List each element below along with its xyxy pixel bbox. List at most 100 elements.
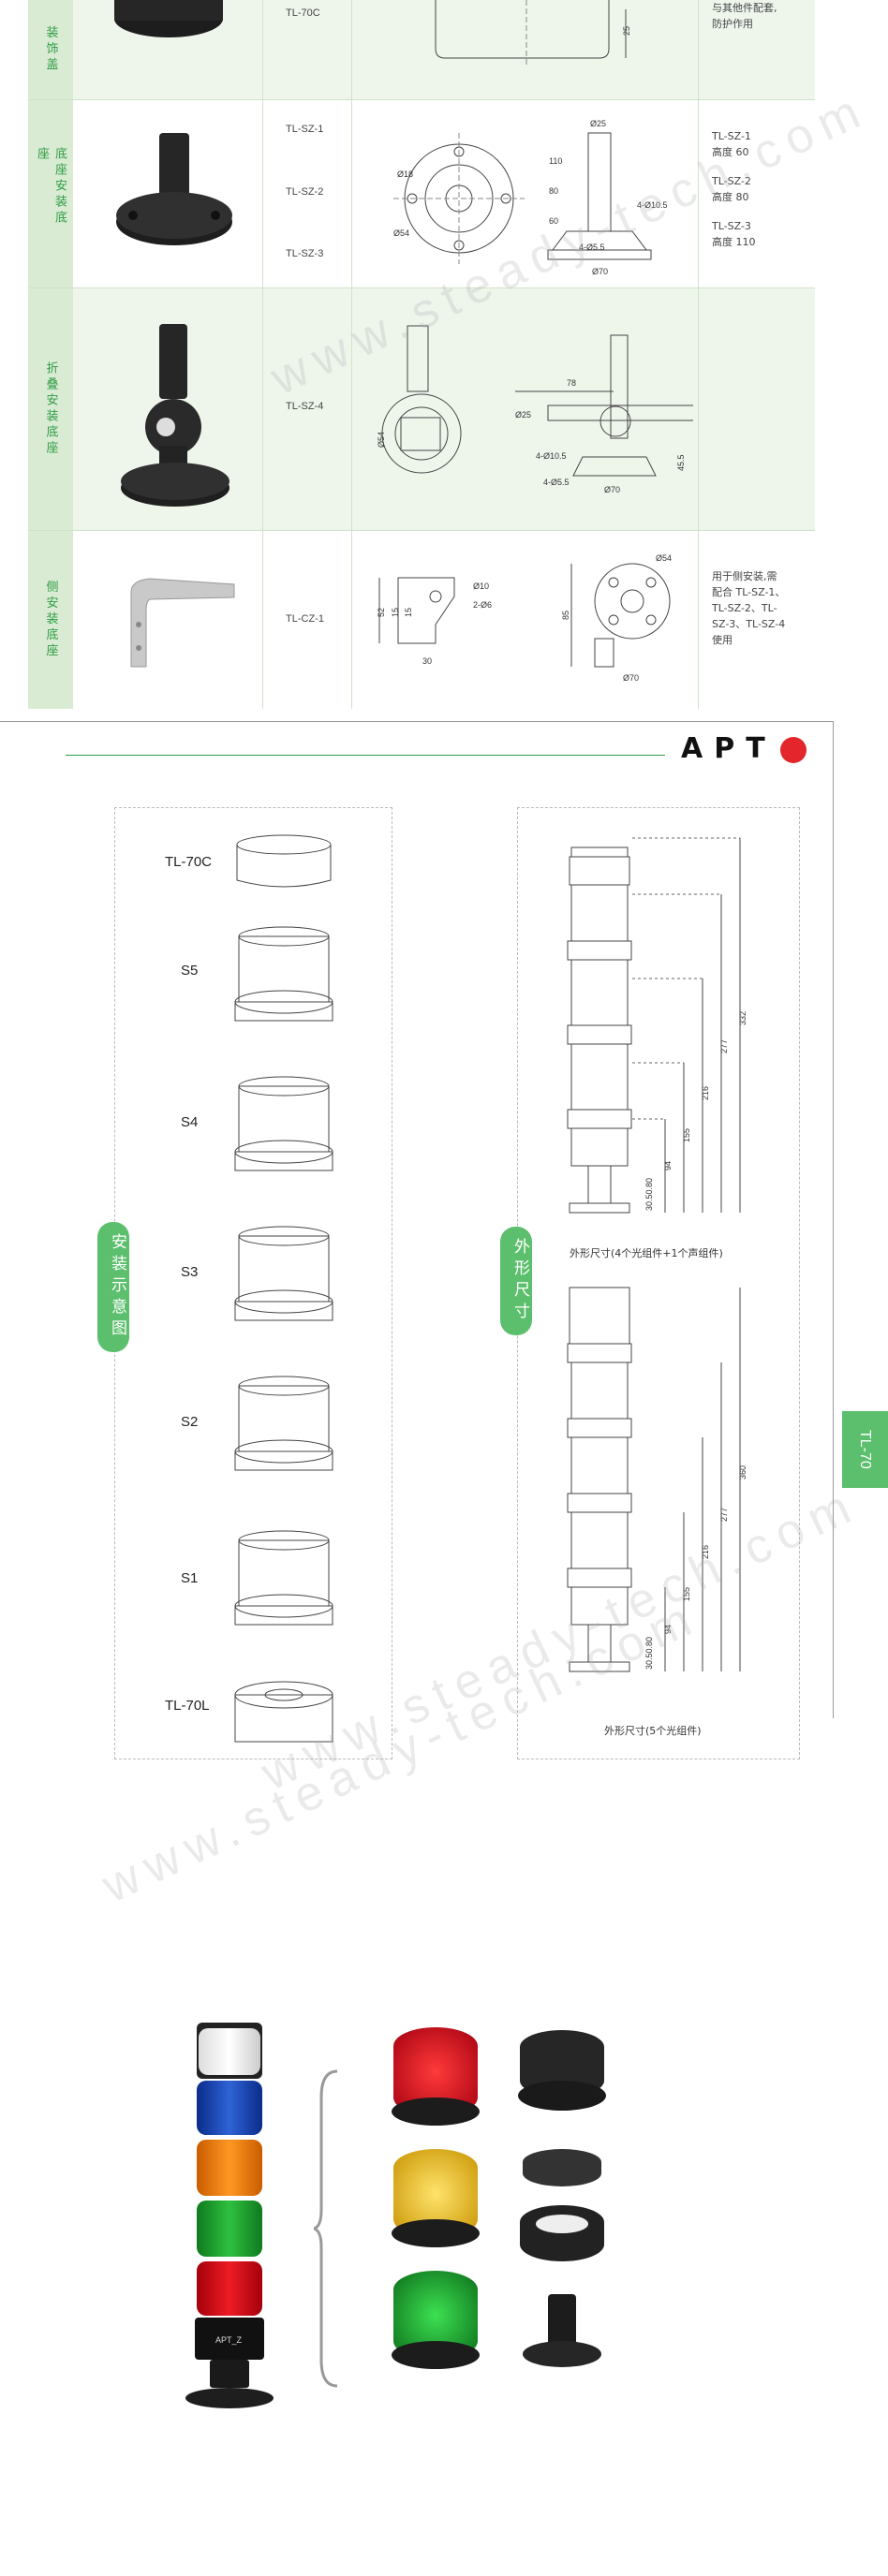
dim-label: 78 bbox=[567, 378, 576, 388]
dim-label: 360 bbox=[738, 1465, 747, 1479]
cap-drawing: 25 bbox=[435, 0, 631, 66]
desc-line: 用于侧安装,需 bbox=[712, 570, 777, 582]
dimension-drawing-bottom: 360 277 216 155 94 30.50.80 bbox=[567, 1287, 747, 1672]
dim-label: 60 bbox=[549, 216, 558, 226]
dim-label: 216 bbox=[701, 1545, 710, 1559]
model-label: TL-SZ-4 bbox=[286, 401, 324, 412]
dimension-caption: 外形尺寸(5个光组件) bbox=[604, 1725, 702, 1737]
desc-line: 与其他件配套, bbox=[712, 2, 777, 14]
model-label: TL-70C bbox=[286, 7, 320, 19]
mount-base-drawing: Ø18 Ø54 Ø25 4-Ø10.5 4-Ø5.5 Ø70 110 80 60 bbox=[393, 119, 668, 276]
desc-line: SZ-3、TL-SZ-4 bbox=[712, 618, 786, 630]
row-description: 与其他件配套, 防护作用 bbox=[712, 0, 777, 32]
dim-label: Ø18 bbox=[397, 169, 413, 179]
model-label: TL-SZ-2 bbox=[286, 186, 324, 198]
model-label: TL-SZ-3 bbox=[286, 248, 324, 259]
part-label: S1 bbox=[181, 1570, 199, 1586]
dim-label: 25 bbox=[622, 26, 631, 36]
dim-label: 277 bbox=[719, 1508, 729, 1522]
dim-label: Ø54 bbox=[656, 553, 672, 563]
table-row: 装饰盖 TL-70C 25 与其他件配套, 防护作用 bbox=[28, 0, 815, 99]
dim-label: 277 bbox=[719, 1039, 729, 1053]
dim-label: 155 bbox=[682, 1128, 691, 1142]
dim-label: 30.50.80 bbox=[644, 1637, 654, 1670]
dimension-pill: 外形尺寸 bbox=[500, 1227, 532, 1335]
row-description: TL-SZ-1 高度 60 TL-SZ-2 高度 80 TL-SZ-3 高度 1… bbox=[712, 128, 756, 250]
assembly-drawing bbox=[234, 834, 333, 1743]
part-label: S2 bbox=[181, 1414, 199, 1430]
category-cell: 折叠安装底座 bbox=[28, 288, 73, 530]
dimension-caption: 外形尺寸(4个光组件+1个声组件) bbox=[570, 1247, 723, 1259]
desc-line: TL-SZ-2、TL- bbox=[712, 602, 777, 614]
dim-label: 45.5 bbox=[676, 454, 686, 471]
dim-label: 4-Ø5.5 bbox=[579, 243, 605, 252]
desc-line: 高度 80 bbox=[712, 191, 749, 203]
side-bracket-drawing: 52 15 15 Ø10 2-Ø6 30 Ø54 85 Ø70 bbox=[377, 553, 672, 683]
product-photo: APT_Z bbox=[169, 2013, 656, 2463]
category-label: 折叠安装底座 bbox=[43, 361, 58, 457]
dim-label: 85 bbox=[561, 611, 570, 620]
dim-label: 52 bbox=[377, 608, 386, 617]
category-label: 装饰盖 bbox=[43, 25, 58, 74]
cap-image bbox=[114, 0, 223, 37]
desc-line: 高度 110 bbox=[712, 236, 756, 248]
desc-line: TL-SZ-3 bbox=[712, 220, 751, 232]
category-label: 侧安装底座 bbox=[43, 580, 58, 660]
parts-table: 装饰盖 TL-70C 25 与其他件配套, 防护作用 底座安装底座 TL-SZ-… bbox=[28, 0, 815, 712]
category-label: 底座安装底座 bbox=[35, 147, 67, 227]
dimension-drawing-top: 332 277 216 155 94 30.50.80 bbox=[567, 837, 747, 1214]
part-label: S5 bbox=[181, 963, 199, 979]
dim-label: 30.50.80 bbox=[644, 1178, 654, 1211]
dim-label: 4-Ø10.5 bbox=[637, 200, 668, 210]
dim-label: 4-Ø10.5 bbox=[536, 451, 567, 461]
dim-label: Ø54 bbox=[393, 228, 409, 238]
mount-base-image bbox=[116, 133, 232, 245]
table-row: 底座安装底座 TL-SZ-1 TL-SZ-2 TL-SZ-3 Ø18 Ø54 Ø… bbox=[28, 100, 815, 287]
dim-label: 30 bbox=[422, 656, 432, 666]
part-label: TL-70L bbox=[165, 1698, 210, 1714]
dim-label: Ø25 bbox=[515, 410, 531, 420]
dim-label: 15 bbox=[391, 608, 400, 617]
dim-label: 2-Ø6 bbox=[473, 600, 492, 610]
dim-label: Ø10 bbox=[473, 581, 489, 591]
category-cell: 底座安装底座 bbox=[28, 100, 73, 287]
desc-line: TL-SZ-1 bbox=[712, 130, 751, 142]
model-label: TL-CZ-1 bbox=[286, 613, 324, 625]
brace-icon bbox=[314, 2069, 338, 2388]
side-bracket-image bbox=[130, 578, 235, 668]
dim-label: Ø70 bbox=[592, 267, 608, 276]
dim-label: 15 bbox=[404, 608, 413, 617]
model-label: TL-SZ-1 bbox=[286, 124, 324, 135]
part-label: S3 bbox=[181, 1264, 199, 1280]
side-tab: TL-70 bbox=[842, 1411, 888, 1488]
header-rule bbox=[66, 755, 665, 756]
dim-label: 4-Ø5.5 bbox=[543, 478, 570, 487]
desc-line: 使用 bbox=[712, 634, 733, 646]
dim-label: 155 bbox=[682, 1587, 691, 1601]
row-description: 用于侧安装,需 配合 TL-SZ-1、 TL-SZ-2、TL- SZ-3、TL-… bbox=[712, 568, 785, 648]
desc-line: 配合 TL-SZ-1、 bbox=[712, 586, 786, 598]
dim-label: Ø70 bbox=[604, 485, 620, 494]
dim-label: 332 bbox=[738, 1011, 747, 1025]
product-label: APT_Z bbox=[215, 2335, 243, 2345]
desc-line: TL-SZ-2 bbox=[712, 175, 751, 187]
dim-label: 94 bbox=[663, 1161, 673, 1170]
dim-label: 216 bbox=[701, 1086, 710, 1100]
table-row: 折叠安装底座 TL-SZ-4 Ø54 78 Ø25 4-Ø10.5 4-Ø5.5 bbox=[28, 288, 815, 530]
desc-line: 高度 60 bbox=[712, 146, 749, 158]
dim-label: Ø70 bbox=[623, 673, 639, 683]
category-cell: 装饰盖 bbox=[28, 0, 73, 99]
part-label: S4 bbox=[181, 1114, 199, 1130]
dim-label: 110 bbox=[549, 156, 562, 166]
folding-base-image bbox=[121, 324, 229, 507]
dim-label: 80 bbox=[549, 186, 558, 196]
desc-line: 防护作用 bbox=[712, 18, 753, 30]
table-row: 侧安装底座 TL-CZ-1 52 15 15 Ø10 2-Ø6 30 Ø54 8… bbox=[28, 531, 815, 709]
dim-label: Ø25 bbox=[590, 119, 606, 128]
brand-logo: APT bbox=[681, 732, 777, 765]
logo-dot-icon bbox=[780, 737, 807, 763]
dim-label: Ø54 bbox=[377, 432, 386, 448]
part-label: TL-70C bbox=[165, 854, 213, 870]
assembly-pill: 安装示意图 bbox=[97, 1222, 129, 1352]
folding-base-drawing: Ø54 78 Ø25 4-Ø10.5 4-Ø5.5 Ø70 45.5 bbox=[377, 325, 693, 494]
